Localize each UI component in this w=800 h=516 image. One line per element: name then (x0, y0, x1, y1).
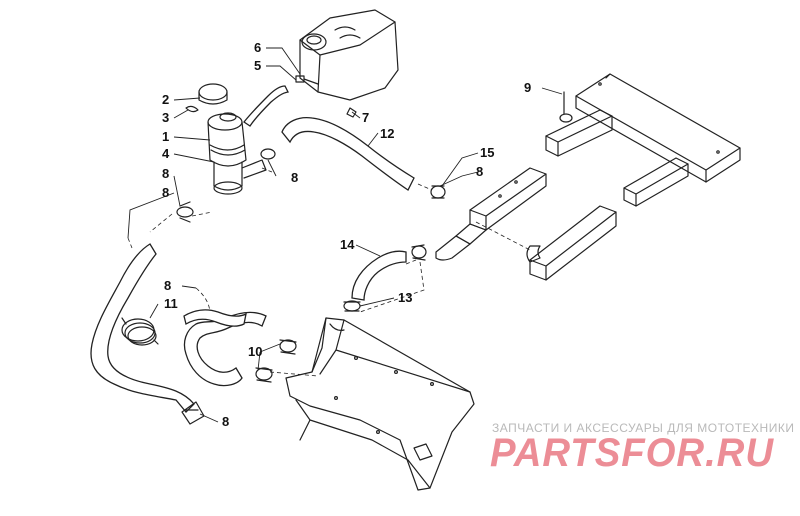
callout-3: 3 (162, 110, 169, 125)
spring-clamp (121, 317, 159, 346)
s-bend-hose-top (183, 309, 247, 327)
routing-line (191, 211, 213, 217)
callout-8-bottom: 8 (222, 414, 229, 429)
reservoir-bottle (207, 112, 247, 167)
reservoir-cap (198, 83, 228, 105)
lower-hose (90, 243, 195, 413)
s-bend-hose (183, 311, 267, 387)
callout-1: 1 (162, 129, 169, 144)
callout-10: 11 (164, 296, 178, 311)
callout-8-left: 8 (162, 166, 169, 181)
routing-line (127, 237, 133, 249)
bolt (559, 91, 573, 123)
callout-2: 2 (162, 92, 169, 107)
callout-8-lower: 10 (248, 344, 262, 359)
routing-line (359, 261, 425, 313)
watermark-logo: PARTSFOR.RU (490, 431, 774, 475)
overflow-hose (243, 85, 289, 127)
clamp (411, 244, 427, 261)
routing-line (475, 221, 531, 251)
heat-exchanger-left (435, 167, 547, 261)
callout-14: 8 (476, 164, 483, 179)
upper-hose (281, 116, 415, 191)
callout-12: 12 (380, 126, 394, 141)
callout-labels: 6 5 2 3 1 4 7 12 8 8 9 15 8 14 13 8 11 1… (162, 40, 531, 429)
fitting-small (295, 75, 357, 118)
callout-6: 6 (254, 40, 261, 55)
leader-lines (127, 47, 563, 423)
routing-line (269, 371, 319, 377)
callout-8-middle: 13 (398, 290, 412, 305)
callout-7: 7 (362, 110, 369, 125)
routing-line (149, 213, 173, 233)
clamp (255, 339, 297, 383)
callout-4: 4 (162, 146, 170, 161)
clamp (343, 300, 361, 312)
heat-exchanger-right (526, 73, 741, 281)
cap-gasket (185, 105, 199, 113)
callout-15: 9 (524, 80, 531, 95)
routing-line (417, 183, 433, 191)
watermark-tagline: ЗАПЧАСТИ И АКСЕССУАРЫ ДЛЯ МОТОТЕХНИКИ (492, 421, 794, 435)
tank (299, 9, 399, 101)
callout-5: 5 (254, 58, 261, 73)
callout-11: 8 (164, 278, 171, 293)
callout-8-upper: 8 (291, 170, 298, 185)
routing-line (405, 259, 417, 265)
callout-13: 14 (340, 237, 355, 252)
short-hose (351, 250, 407, 301)
callout-9: 8 (162, 185, 169, 200)
frame-rail (285, 317, 475, 491)
clamp (430, 185, 446, 199)
callout-8-right: 15 (480, 145, 494, 160)
clamp (176, 148, 276, 223)
watermark: ЗАПЧАСТИ И АКСЕССУАРЫ ДЛЯ МОТОТЕХНИКИ PA… (490, 421, 794, 475)
routing-line (261, 167, 273, 173)
filler-neck (213, 159, 267, 195)
